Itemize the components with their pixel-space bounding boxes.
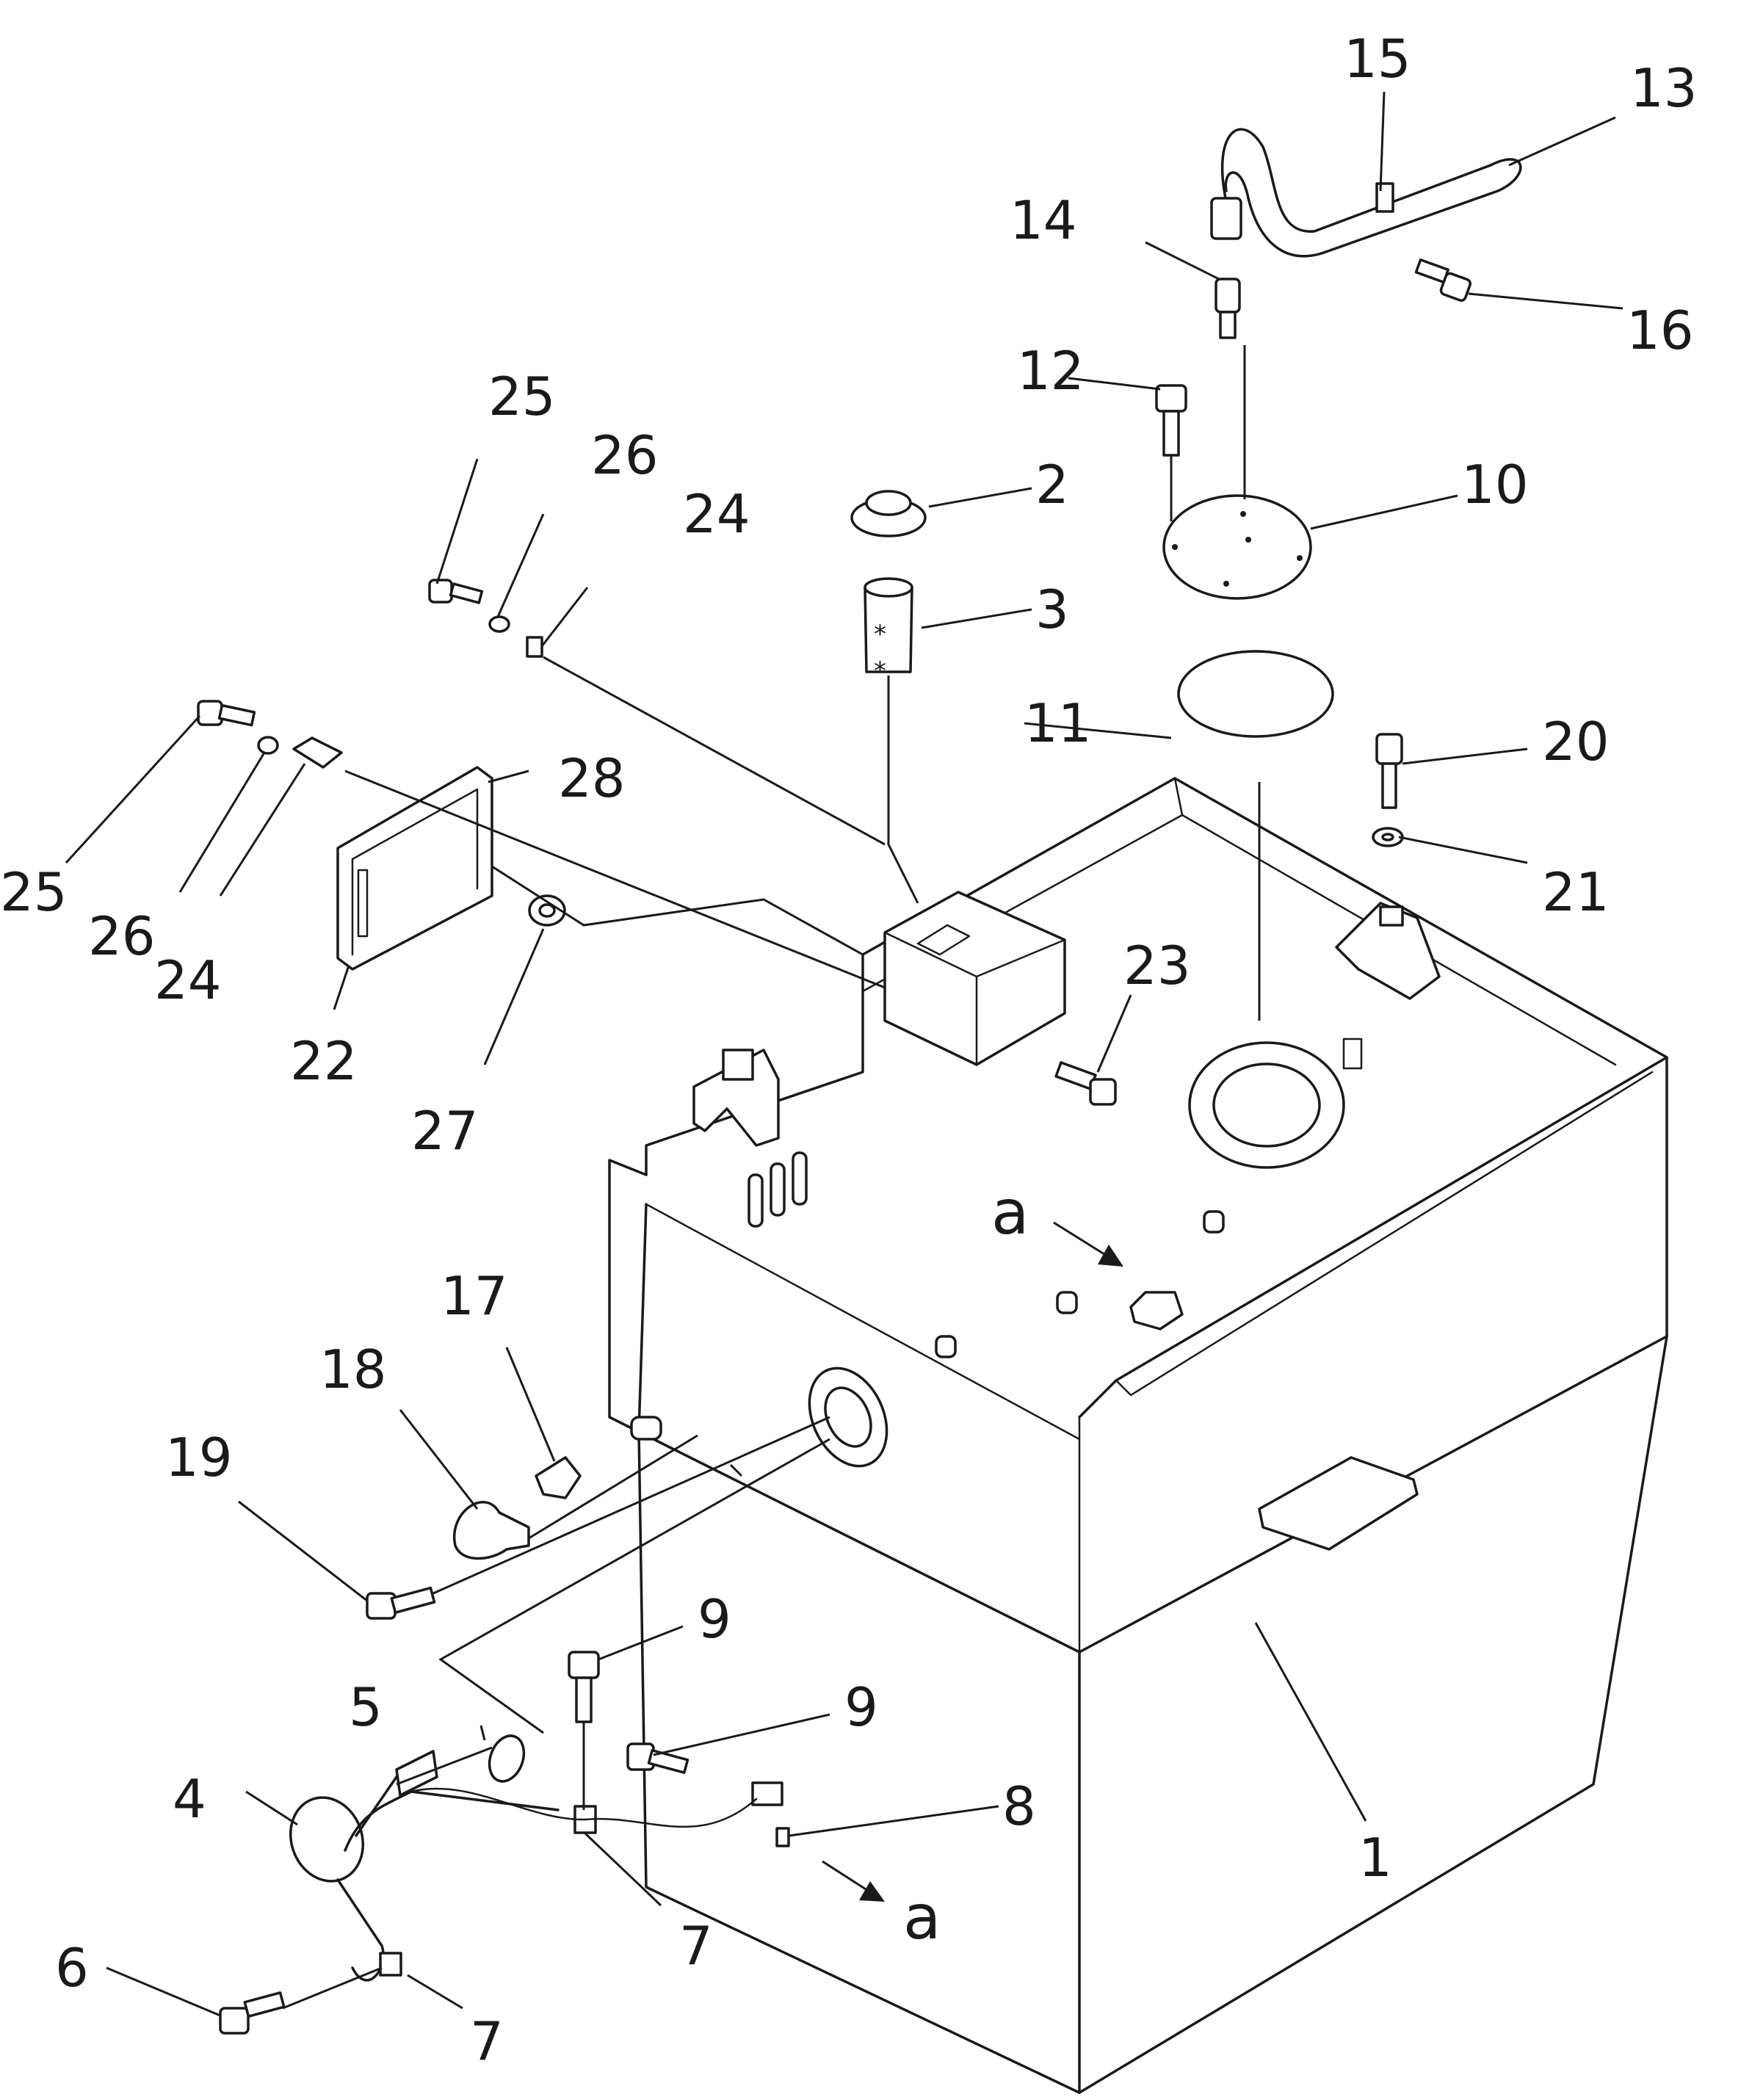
tank-lifting-lug — [1335, 902, 1441, 1000]
callout-18: 18 — [319, 1339, 387, 1400]
washer-21 — [1372, 827, 1404, 847]
bolt-6 — [219, 1991, 286, 2035]
bolt-19 — [366, 1586, 436, 1620]
filler-strainer: * * — [864, 577, 913, 686]
tank-pins — [748, 1151, 808, 1228]
callout-28: 28 — [558, 747, 626, 809]
callout-12: 12 — [1017, 340, 1085, 402]
callout-10: 10 — [1461, 454, 1529, 515]
callout-20: 20 — [1542, 711, 1610, 772]
o-ring-large — [1177, 650, 1334, 738]
callout-labels: 1 2 3 4 5 6 7 7 8 9 9 10 11 12 13 14 15 … — [0, 28, 1698, 2072]
callout-24-upper: 24 — [683, 483, 750, 545]
view-marker-a-top: a — [991, 1176, 1029, 1248]
callout-21: 21 — [1542, 861, 1610, 923]
bolt-16 — [1414, 258, 1472, 302]
svg-text:*: * — [874, 620, 886, 649]
callout-7-upper: 7 — [679, 1915, 713, 1977]
bolt-25-upper — [428, 579, 484, 604]
tank-bosses — [935, 1210, 1225, 1358]
callout-6: 6 — [55, 1937, 89, 1999]
callout-26-upper: 26 — [591, 424, 659, 486]
clip-17 — [535, 1456, 582, 1499]
callout-26-left: 26 — [88, 905, 156, 967]
callout-27: 27 — [411, 1100, 479, 1162]
tank-cover-plate — [1162, 494, 1312, 600]
callout-9-upper: 9 — [698, 1588, 731, 1650]
callout-23: 23 — [1123, 935, 1191, 996]
callout-15: 15 — [1344, 28, 1411, 90]
callout-16: 16 — [1626, 300, 1694, 361]
callout-leaders — [65, 91, 1624, 2017]
callout-14: 14 — [1010, 189, 1077, 251]
fuel-sender — [289, 1750, 560, 1982]
bolt-20 — [1375, 733, 1403, 809]
tank-body — [608, 777, 1668, 2094]
filler-cap — [850, 490, 927, 537]
bolt-9-vertical — [568, 1651, 600, 1723]
nut-27 — [528, 894, 566, 927]
callout-8: 8 — [1002, 1775, 1036, 1837]
callout-24-left: 24 — [154, 949, 222, 1011]
view-marker-a-bottom: a — [903, 1881, 941, 1953]
bolt-9-angled — [626, 1742, 689, 1774]
sender-wire — [410, 1787, 758, 1828]
callout-19: 19 — [165, 1427, 233, 1488]
callout-25-left: 25 — [0, 861, 68, 923]
washer-26-left — [257, 736, 279, 755]
o-ring-small — [488, 1734, 526, 1783]
callout-1: 1 — [1358, 1827, 1392, 1889]
assembly-lines — [282, 345, 1261, 2010]
washer-26-upper — [488, 615, 510, 633]
callout-13: 13 — [1630, 57, 1698, 119]
callout-22: 22 — [290, 1030, 358, 1092]
wire-clip-lower — [379, 1952, 402, 1977]
filler-neck-box — [883, 891, 1066, 1066]
clamp-18 — [452, 1501, 530, 1560]
mounting-frame — [336, 766, 493, 971]
plate-24-left — [292, 736, 343, 769]
callout-9-lower: 9 — [844, 1676, 878, 1738]
tank-step — [1258, 1456, 1419, 1551]
breather-hose — [1210, 128, 1522, 258]
fitting-14 — [1215, 278, 1241, 339]
tank-hook-bracket — [692, 1049, 780, 1147]
callout-25-upper: 25 — [488, 366, 556, 427]
tank-drain-stub — [630, 1416, 662, 1441]
callout-7-lower: 7 — [470, 2010, 504, 2072]
svg-text:*: * — [874, 656, 886, 686]
bolt-25-left — [197, 700, 256, 727]
callout-3: 3 — [1035, 579, 1069, 640]
callout-4: 4 — [173, 1768, 206, 1830]
bolt-23 — [1054, 1061, 1117, 1106]
plate-24-upper — [526, 636, 543, 658]
connector-8 — [751, 1781, 790, 1847]
callout-2: 2 — [1035, 454, 1069, 515]
bolt-12 — [1155, 384, 1187, 457]
callout-17: 17 — [441, 1265, 508, 1327]
tank-top-flange — [1188, 1038, 1363, 1169]
callout-5: 5 — [349, 1676, 383, 1738]
tank-side-flange — [808, 1366, 888, 1468]
callout-11: 11 — [1024, 692, 1092, 754]
